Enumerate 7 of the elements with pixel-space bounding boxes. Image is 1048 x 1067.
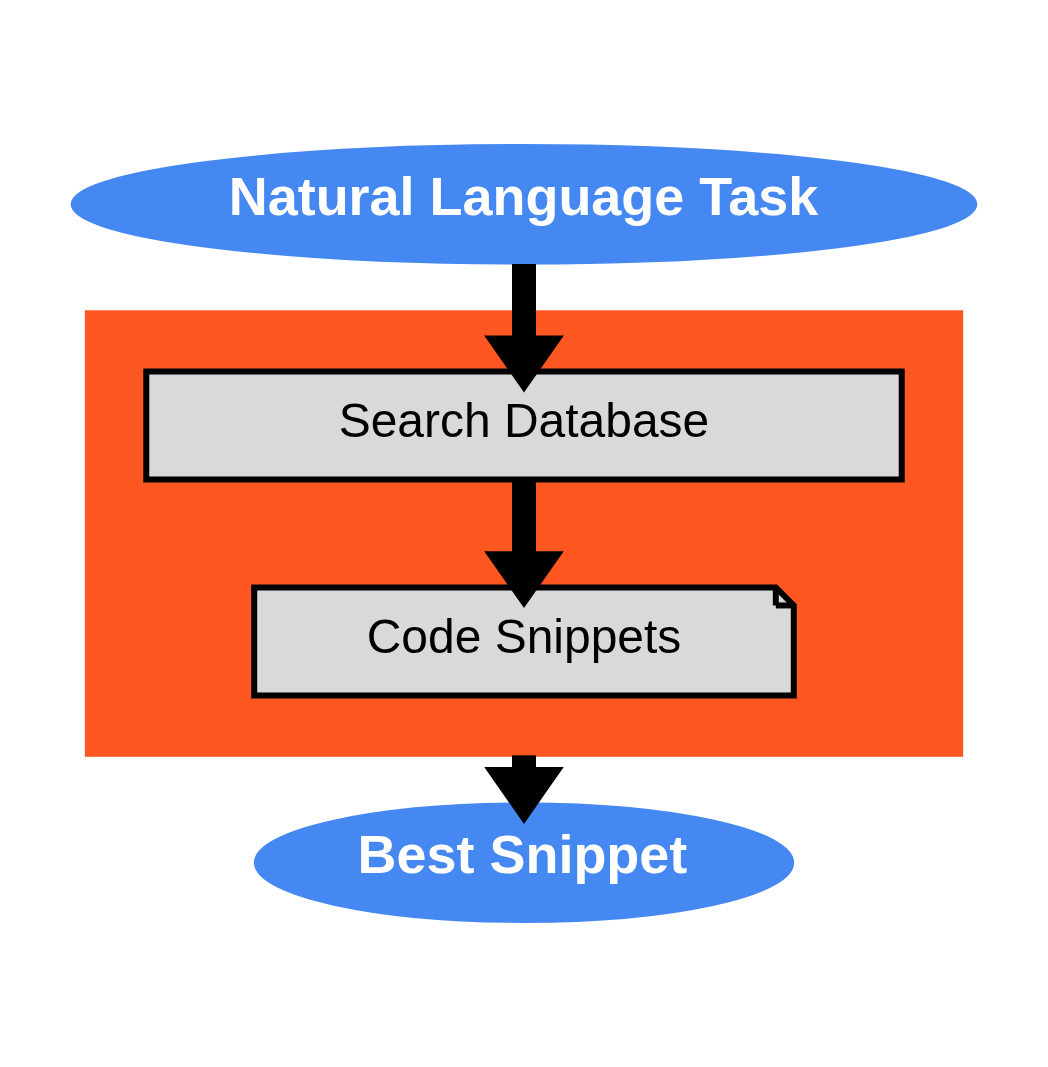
cluster bbox=[84, 310, 964, 757]
node-ellipse: Best Snippet bbox=[253, 802, 795, 923]
arrow bbox=[484, 480, 564, 609]
arrow bbox=[484, 263, 564, 393]
node-box: Search Database bbox=[143, 368, 905, 483]
arrow bbox=[484, 755, 564, 824]
node-ellipse: Natural Language Task bbox=[70, 144, 978, 265]
